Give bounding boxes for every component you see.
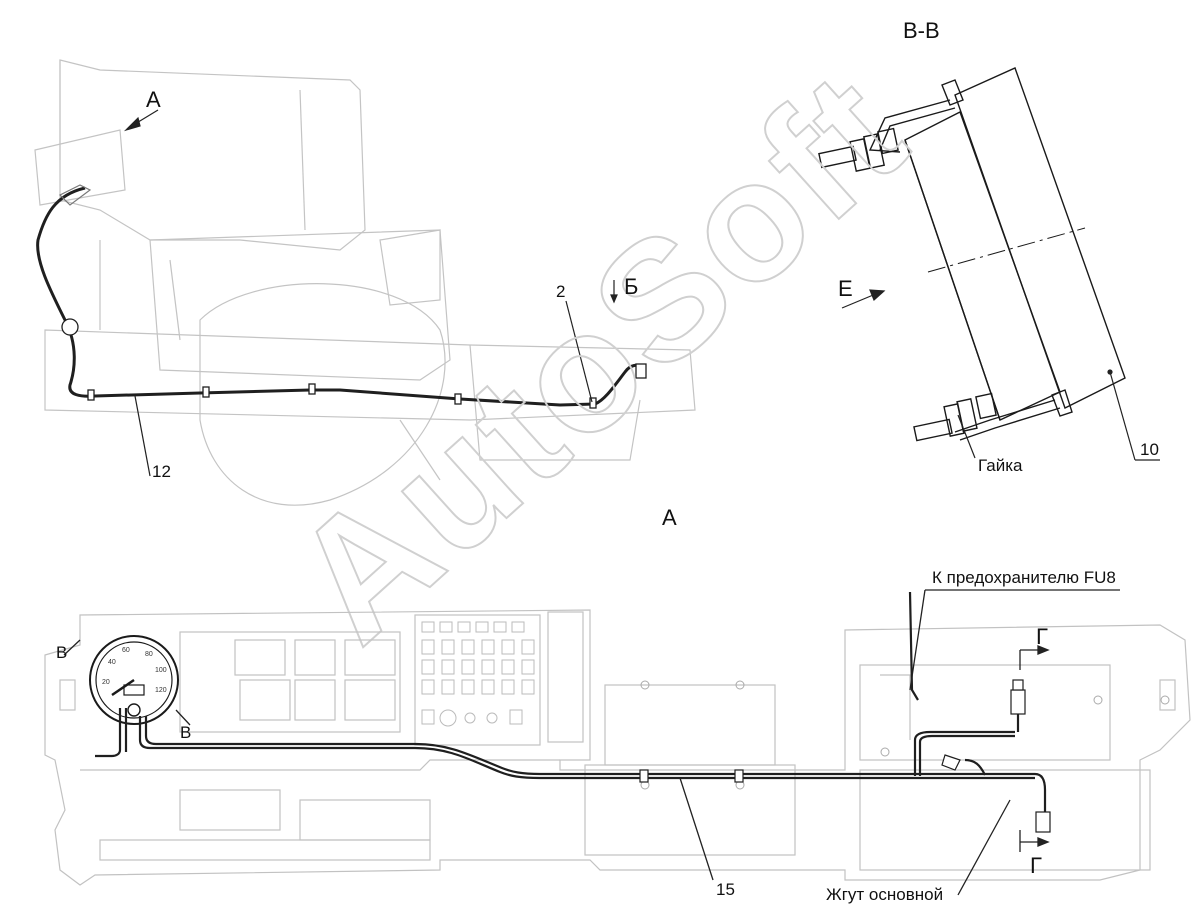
section-vv-centerline	[927, 227, 1086, 273]
e-arrow-label: Е	[838, 276, 853, 301]
watermark-text: AutoSoft	[258, 35, 942, 678]
svg-text:80: 80	[145, 651, 153, 658]
cable-15-clips	[639, 679, 1051, 833]
leaders-bottom	[63, 589, 1120, 896]
nut-label: Гайка	[978, 456, 1023, 475]
callout-10: 10	[1140, 440, 1159, 459]
leaders-top	[123, 109, 618, 477]
section-vv-drawing	[818, 67, 1126, 442]
engine-background	[34, 59, 696, 506]
svg-text:100: 100	[155, 667, 167, 674]
switch-panel	[421, 621, 535, 727]
section-b-label: Б	[624, 274, 639, 299]
section-g-bottom-label: Г	[1030, 853, 1042, 878]
section-v-bottom-label: В	[180, 723, 192, 742]
screws	[640, 680, 1170, 790]
svg-text:20: 20	[102, 679, 110, 686]
dashboard-background	[44, 609, 1191, 886]
leaders-vv	[841, 289, 1160, 461]
speedometer: 40 60 80 100 20 120	[89, 635, 179, 725]
harness-label: Жгут основной	[826, 885, 944, 904]
sensor-top-left	[58, 184, 92, 206]
section-v-top-label: В	[56, 643, 68, 662]
fuse-label: К предохранителю FU8	[932, 568, 1116, 587]
svg-text:40: 40	[108, 659, 116, 666]
view-a-title: А	[662, 505, 677, 530]
callout-2: 2	[556, 282, 566, 301]
section-vv-title: В-В	[903, 18, 940, 43]
svg-text:120: 120	[155, 687, 167, 694]
section-g-top-label: Г	[1036, 624, 1048, 649]
cable-12-clips	[61, 318, 647, 409]
svg-text:60: 60	[122, 647, 130, 654]
view-a-arrow-label: А	[146, 87, 161, 112]
cable-12	[36, 186, 645, 407]
callout-12: 12	[152, 462, 171, 481]
cable-15	[95, 591, 1047, 815]
callout-15: 15	[716, 880, 735, 899]
